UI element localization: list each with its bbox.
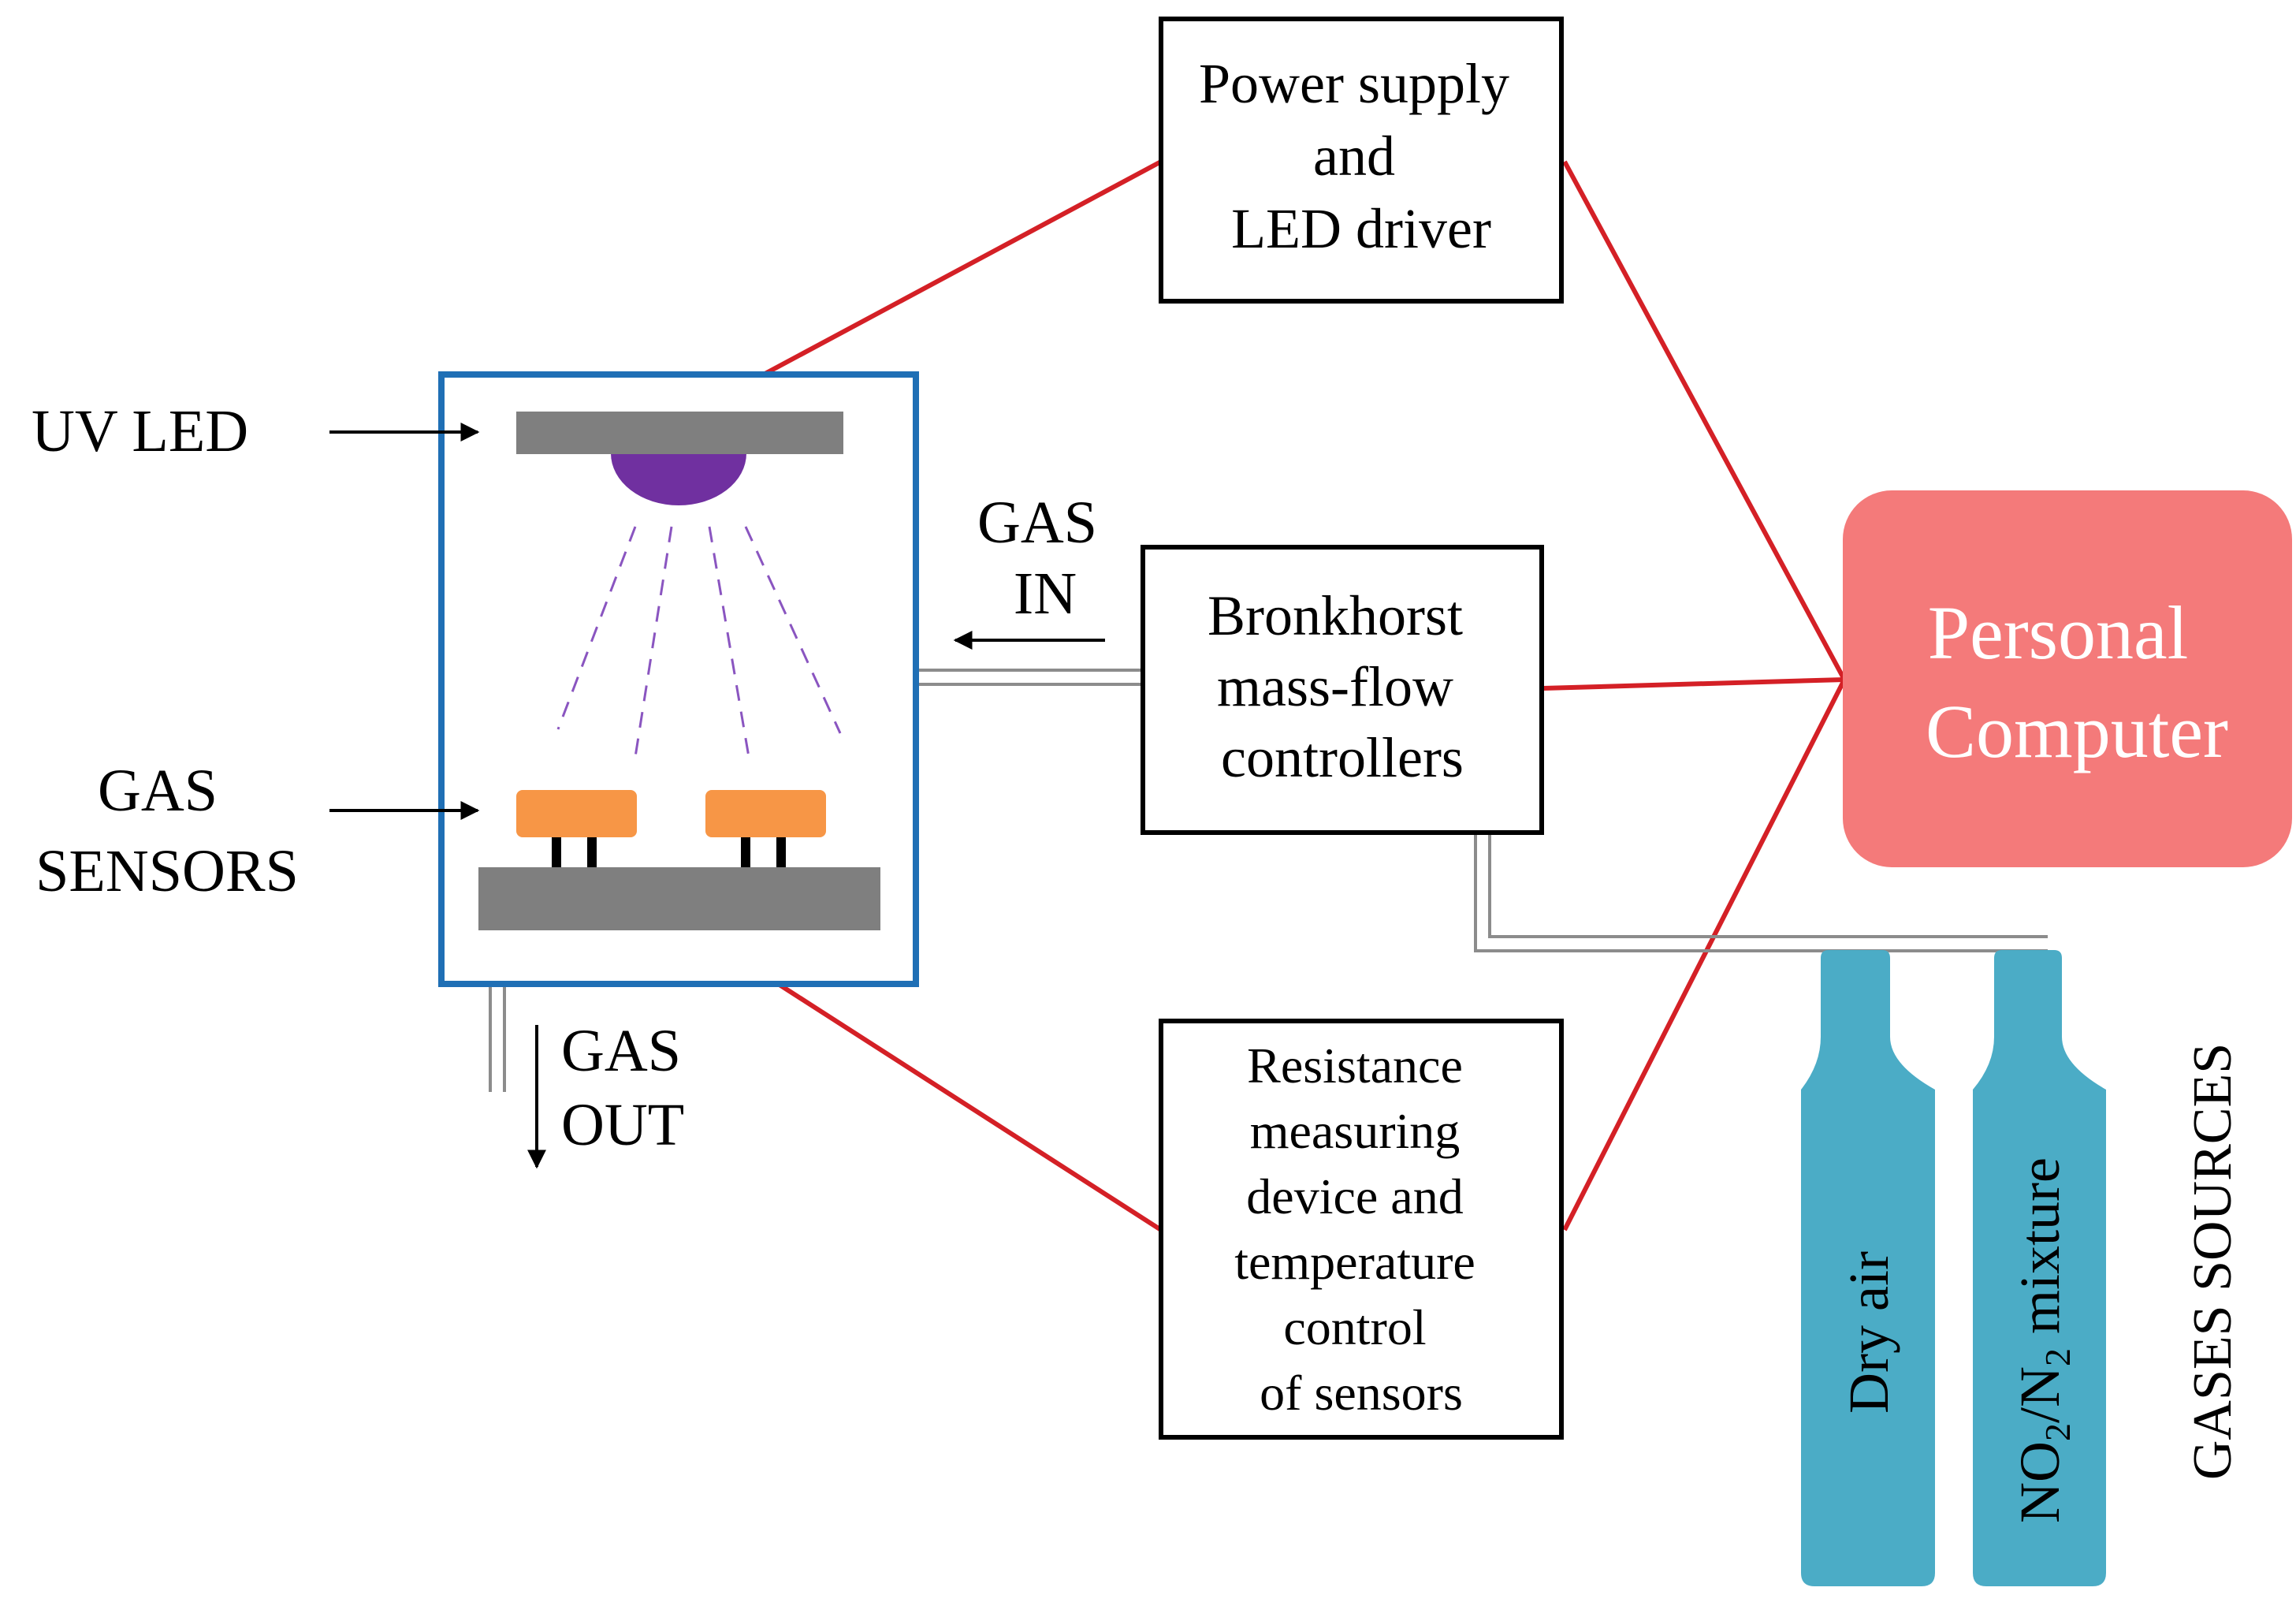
led-dome (611, 453, 746, 505)
resistance-line: measuring (1250, 1103, 1461, 1159)
mixture-label-no: NO (2008, 1441, 2071, 1523)
mixture-label-slash: /N (2008, 1366, 2071, 1423)
mixture-label-sub2: 2 (2037, 1348, 2078, 1366)
mass-flow-line: mass-flow (1217, 655, 1453, 718)
resistance-line: of sensors (1260, 1365, 1463, 1421)
svg-text:Personal Computer: Personal Computer (1926, 591, 2228, 773)
gas-out-label-line1: GAS (561, 1018, 681, 1084)
power-supply-line: LED driver (1231, 197, 1491, 260)
uv-rays (556, 526, 842, 758)
personal-computer-line: Computer (1926, 689, 2228, 773)
sensor-board (478, 867, 880, 930)
wire-power-to-computer (1562, 160, 1847, 681)
svg-text:Power supply and L: Power supply and LED driver (1199, 52, 1524, 260)
dry-air-cylinder: Dry air (1801, 950, 1935, 1586)
sensor-chip (516, 790, 637, 837)
personal-computer-box: Personal Computer (1843, 490, 2292, 867)
uv-ray (744, 526, 842, 734)
resistance-line: Resistance (1247, 1038, 1463, 1094)
gas-in-label-line1: GAS (977, 490, 1097, 556)
power-supply-line: Power supply (1199, 52, 1509, 115)
resistance-line: control (1283, 1299, 1426, 1355)
uv-ray (556, 526, 637, 730)
sensor-pin (741, 834, 750, 874)
sensor-pin (776, 834, 786, 874)
mass-flow-line: Bronkhorst (1208, 584, 1463, 647)
sensor-chip (705, 790, 826, 837)
uv-ray (708, 526, 750, 758)
svg-text:Resistance measuring: Resistance measuring device and temperat… (1234, 1038, 1488, 1421)
gases-sources-label: GASES SOURCES (2183, 1043, 2243, 1480)
resistance-line: temperature (1234, 1234, 1475, 1290)
pipe-sources-inner (1488, 834, 2048, 938)
mass-flow-box: Bronkhorst mass-flow controllers (1141, 545, 1544, 835)
power-supply-line: and (1313, 125, 1395, 188)
sensor-pin (552, 834, 561, 874)
svg-text:Bronkhorst mass-flow: Bronkhorst mass-flow controllers (1208, 584, 1477, 789)
resistance-frame (1159, 1019, 1564, 1440)
dry-air-label: Dry air (1837, 1251, 1900, 1414)
uv-led-label: UV LED (32, 398, 248, 464)
gas-in-label-line2: IN (1014, 561, 1077, 627)
mass-flow-frame (1141, 545, 1544, 835)
mixture-label-sub1: 2 (2037, 1423, 2078, 1441)
led-plate (516, 412, 843, 454)
personal-computer-frame (1843, 490, 2292, 867)
wire-massflow-to-computer (1542, 677, 1845, 691)
gas-sensors-label-line1: GAS (98, 758, 218, 824)
uv-ray (634, 526, 673, 758)
mixture-cylinder: NO2/N2 mixture (1973, 950, 2106, 1586)
mixture-label: NO2/N2 mixture (2008, 1157, 2078, 1523)
gas-out-label-line2: OUT (561, 1092, 684, 1158)
arrows (329, 423, 1105, 1169)
gas-sensors-label-line2: SENSORS (35, 838, 299, 904)
personal-computer-line: Personal (1928, 591, 2189, 675)
gas-sensors (478, 790, 880, 930)
dry-air-cylinder-body (1801, 950, 1935, 1586)
power-supply-frame (1159, 17, 1564, 304)
resistance-line: device and (1246, 1168, 1463, 1224)
mixture-cylinder-body (1973, 950, 2106, 1586)
mixture-label-rest: mixture (2008, 1157, 2071, 1348)
power-supply-box: Power supply and LED driver (1159, 17, 1564, 304)
wire-resistance-to-computer (1562, 678, 1847, 1232)
resistance-box: Resistance measuring device and temperat… (1159, 1019, 1564, 1440)
sensor-pin (587, 834, 597, 874)
mass-flow-line: controllers (1221, 726, 1464, 789)
